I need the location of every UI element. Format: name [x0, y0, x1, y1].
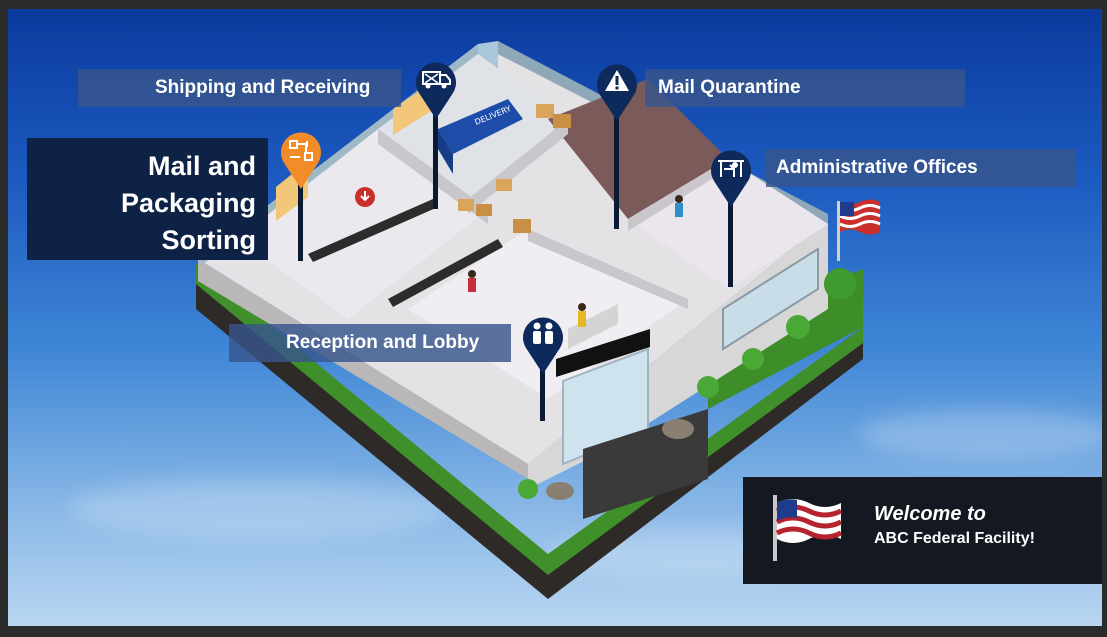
person	[578, 311, 586, 327]
conveyor-belt	[308, 199, 438, 262]
shrub	[697, 376, 719, 398]
cloud	[858, 409, 1102, 459]
warning-icon	[605, 70, 629, 91]
administrative-offices-label[interactable]: Administrative Offices	[766, 149, 1076, 187]
rock	[662, 419, 694, 439]
reception-lobby-label[interactable]: Reception and Lobby	[229, 324, 511, 362]
shipping-receiving-pin[interactable]	[413, 59, 459, 121]
person	[578, 303, 586, 311]
pin-pole	[614, 109, 619, 229]
waving-flag-icon	[773, 495, 843, 561]
rock	[546, 482, 574, 500]
person	[675, 203, 683, 217]
down-arrow-glyph	[360, 191, 370, 202]
shrub	[786, 315, 810, 339]
shrub	[742, 348, 764, 370]
flag-canton	[840, 202, 854, 216]
shrub	[518, 479, 538, 499]
partition-wall	[528, 229, 688, 309]
box	[553, 114, 571, 128]
sorting-label-line: Sorting	[161, 225, 257, 255]
mail-packaging-sorting-pin[interactable]	[278, 129, 324, 191]
window-band	[722, 247, 819, 351]
shipping-receiving-label[interactable]: Shipping and Receiving	[78, 69, 401, 107]
welcome-line-1: Welcome to	[874, 503, 986, 525]
mail-quarantine-pin[interactable]	[594, 61, 640, 123]
person	[468, 278, 476, 292]
welcome-banner: Welcome to ABC Federal Facility!	[743, 477, 1102, 584]
delivery-truck	[438, 99, 523, 154]
conveyor-belt	[388, 239, 503, 307]
welcome-line-2: ABC Federal Facility!	[874, 530, 1035, 547]
entrance-sign	[556, 329, 650, 377]
sorting-label-line: Packaging	[120, 188, 256, 218]
box	[496, 179, 512, 191]
quarantine-room	[548, 79, 728, 219]
pin-pole	[728, 195, 733, 287]
shrub	[824, 268, 856, 300]
mail-quarantine-label[interactable]: Mail Quarantine	[645, 69, 965, 107]
box	[476, 204, 492, 216]
box	[513, 219, 531, 233]
left-wall	[198, 259, 528, 479]
pin-pole	[298, 177, 303, 261]
administrative-offices-pin[interactable]	[708, 147, 754, 209]
desk-icon	[718, 160, 744, 177]
person	[468, 270, 476, 278]
flag-pole	[837, 201, 840, 261]
reception-desk	[568, 304, 618, 349]
people-icon	[533, 322, 553, 344]
reception-lobby-pin[interactable]	[520, 314, 566, 376]
partition-wall	[468, 119, 568, 214]
box	[536, 104, 554, 118]
partition-wall	[628, 159, 728, 231]
sorting-icon	[289, 140, 313, 161]
pin-pole	[433, 109, 438, 209]
delivery-truck-icon	[422, 71, 451, 89]
mail-packaging-sorting-label[interactable]: Mail and Packaging Sorting	[27, 138, 268, 260]
sorting-label-line: Mail and	[147, 151, 256, 181]
facility-map: DELIVERY Shipping and Recei	[8, 9, 1102, 626]
pin-pole	[540, 365, 545, 421]
person	[675, 195, 683, 203]
box	[458, 199, 474, 211]
cloud	[68, 479, 448, 539]
delivery-truck-side	[438, 129, 453, 174]
